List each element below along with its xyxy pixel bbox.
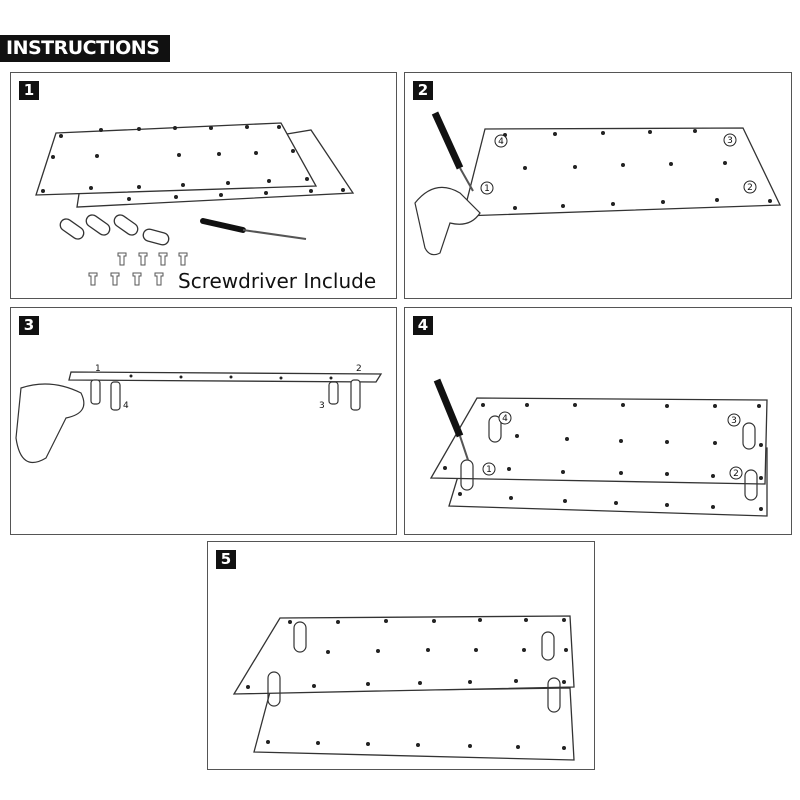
step-number: 5 bbox=[216, 550, 236, 569]
callout-4: 4 bbox=[123, 401, 129, 411]
instructions-heading: INSTRUCTIONS bbox=[0, 35, 170, 62]
hand-icon bbox=[15, 383, 85, 463]
side-view-illustration: 1 2 3 4 bbox=[15, 364, 383, 463]
screwdriver-icon bbox=[433, 378, 469, 461]
attach-standoffs-illustration: 1 2 3 4 bbox=[414, 111, 782, 256]
callout-1: 1 bbox=[484, 184, 490, 194]
callout-2: 2 bbox=[747, 183, 753, 193]
standoffs bbox=[90, 379, 361, 411]
callout-4: 4 bbox=[502, 414, 508, 424]
callout-2: 2 bbox=[356, 364, 362, 374]
step-number: 2 bbox=[413, 81, 433, 100]
standoffs bbox=[267, 621, 561, 713]
callout-3: 3 bbox=[727, 136, 733, 146]
step-3-panel: 3 1 2 3 4 bbox=[10, 307, 397, 535]
screwdriver-caption: Screwdriver Include bbox=[178, 269, 377, 293]
callout-2: 2 bbox=[733, 469, 739, 479]
callout-4: 4 bbox=[498, 137, 504, 147]
hand-icon bbox=[414, 186, 481, 256]
standoffs bbox=[59, 214, 170, 246]
screwdriver-icon bbox=[200, 218, 307, 240]
step-number: 4 bbox=[413, 316, 433, 335]
screwdriver-icon bbox=[431, 111, 474, 192]
step-number: 1 bbox=[19, 81, 39, 100]
acrylic-plate-top bbox=[35, 122, 318, 196]
step-2-panel: 2 1 2 3 4 bbox=[404, 72, 792, 299]
finished-assembly-illustration bbox=[232, 615, 575, 761]
callout-3: 3 bbox=[731, 416, 737, 426]
callout-1: 1 bbox=[486, 465, 492, 475]
step-4-panel: 4 1 2 3 4 bbox=[404, 307, 792, 535]
screws bbox=[88, 252, 188, 286]
callout-1: 1 bbox=[95, 364, 101, 374]
plate-holes bbox=[41, 125, 345, 201]
callout-3: 3 bbox=[319, 401, 325, 411]
stack-plates-illustration: 1 2 3 4 bbox=[429, 378, 768, 517]
step-number: 3 bbox=[19, 316, 39, 335]
step-5-panel: 5 bbox=[207, 541, 595, 770]
step-1-panel: 1 Screwdriver Include bbox=[10, 72, 397, 299]
parts-illustration bbox=[35, 122, 355, 286]
